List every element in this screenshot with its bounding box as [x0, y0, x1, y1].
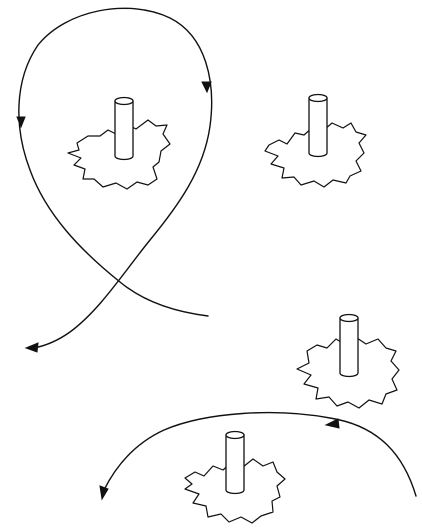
post-group-2: [265, 95, 366, 188]
arrowhead-icon: [202, 82, 211, 92]
post-cylinder: [309, 95, 327, 157]
arrowhead-icon: [100, 486, 108, 499]
arrowhead-icon: [17, 117, 25, 127]
post-cylinder: [340, 315, 358, 377]
post-group-4: [185, 432, 285, 524]
arrowhead-icon: [326, 419, 339, 428]
post-group-1: [68, 98, 170, 190]
post-cylinder: [226, 432, 244, 494]
post-cylinder: [115, 98, 133, 160]
post-group-3: [297, 315, 399, 409]
arrowhead-icon: [26, 343, 38, 352]
